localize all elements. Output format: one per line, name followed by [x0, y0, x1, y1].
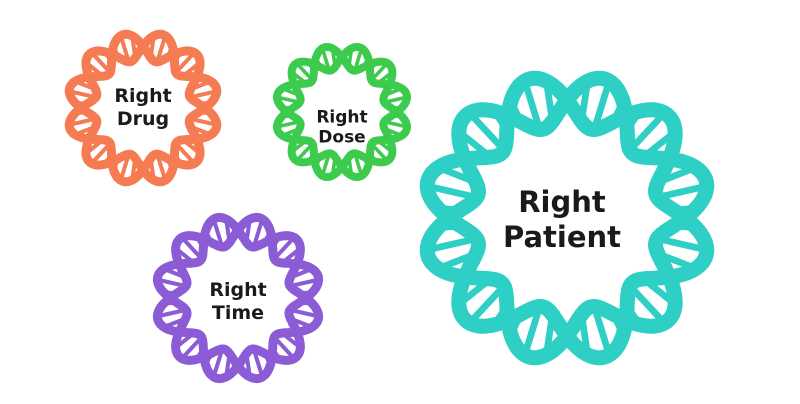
label-line1: Right — [316, 107, 368, 128]
dna-ring-0 — [64, 29, 222, 187]
label-line1: Right — [114, 85, 172, 108]
ring-label-patient: Right Patient — [503, 185, 621, 255]
dna-strand — [273, 43, 411, 181]
ring-label-drug: Right Drug — [114, 85, 171, 131]
label-line2: Time — [211, 302, 265, 324]
dna-ring-3 — [419, 70, 715, 366]
dna-ring-1 — [273, 43, 411, 181]
dna-strand — [152, 212, 324, 384]
label-line2: Patient — [502, 220, 622, 254]
label-line1: Right — [518, 185, 606, 220]
dna-strand — [419, 70, 715, 366]
dna-strand — [64, 29, 222, 187]
dna-ring-2 — [152, 212, 324, 384]
ring-label-dose: Right Dose — [316, 108, 367, 149]
label-line2: Drug — [116, 108, 170, 130]
label-line2: Dose — [318, 128, 366, 148]
label-line1: Right — [209, 279, 267, 302]
ring-label-time: Right Time — [209, 279, 266, 325]
